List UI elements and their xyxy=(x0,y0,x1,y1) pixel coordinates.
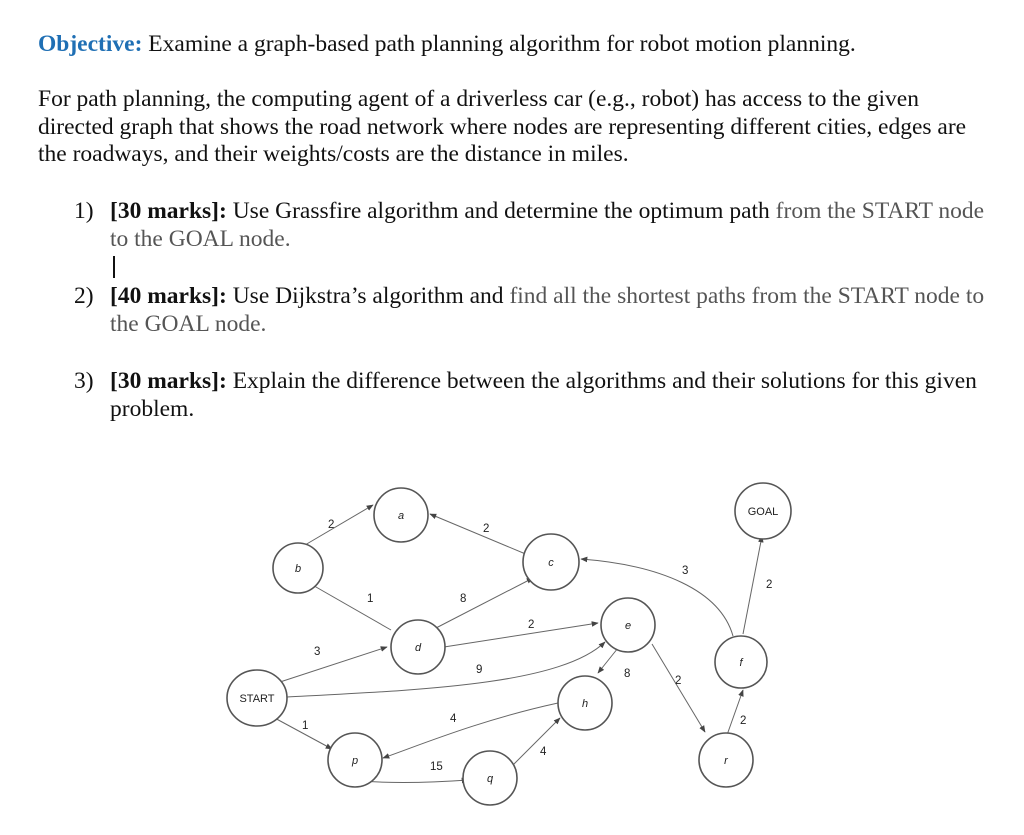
node-start-label: START xyxy=(239,693,274,705)
node-f: f xyxy=(714,635,768,689)
weight-f-c: 3 xyxy=(682,565,688,577)
question-3: 3) [30 marks]: Explain the difference be… xyxy=(74,368,994,423)
edge-d-c xyxy=(435,577,534,629)
node-r: r xyxy=(698,732,754,788)
weight-d-c: 8 xyxy=(460,593,466,605)
edge-q-h xyxy=(509,717,561,769)
question-text-continued: from the START node to the GOAL node. xyxy=(110,198,985,252)
question-text: Use Grassfire algorithm and determine th… xyxy=(226,198,776,224)
weight-h-p: 4 xyxy=(450,713,457,725)
question-marks: [30 marks]: xyxy=(110,198,227,224)
question-text: Use Dijkstra’s algorithm and xyxy=(226,283,510,309)
node-c-label: c xyxy=(548,557,554,569)
edge-start-d xyxy=(279,646,388,683)
edge-f-goal xyxy=(742,535,764,635)
node-d-label: d xyxy=(415,642,422,654)
question-text-continued: find all the shortest paths from the STA… xyxy=(110,283,985,337)
node-h-label: h xyxy=(582,698,588,710)
weight-r-f: 2 xyxy=(740,715,746,727)
edges xyxy=(270,504,764,784)
edge-f-c xyxy=(580,556,734,637)
node-start: START xyxy=(226,669,288,727)
edge-p-q xyxy=(360,777,469,784)
weight-e-r: 2 xyxy=(675,675,681,687)
weight-q-h: 4 xyxy=(540,746,547,758)
objective-text: Examine a graph-based path planning algo… xyxy=(142,31,856,57)
node-d: d xyxy=(390,619,446,675)
node-a-label: a xyxy=(398,510,404,522)
weight-start-d: 3 xyxy=(314,646,320,658)
weight-p-q: 15 xyxy=(430,761,443,773)
edge-e-r xyxy=(651,643,706,733)
weight-d-e: 2 xyxy=(528,619,534,631)
weight-start-e: 9 xyxy=(476,664,482,676)
weight-f-goal: 2 xyxy=(766,579,772,591)
node-p: p xyxy=(327,732,383,788)
question-2: 2) [40 marks]: Use Dijkstra’s algorithm … xyxy=(74,283,994,338)
objective-label: Objective: xyxy=(38,31,143,57)
node-e: e xyxy=(600,597,656,653)
edge-h-p xyxy=(382,702,559,759)
edge-d-e xyxy=(443,621,599,648)
question-number: 1) xyxy=(74,198,94,224)
node-b-label: b xyxy=(295,563,301,575)
node-c: c xyxy=(522,533,580,591)
edge-r-f xyxy=(726,689,744,736)
node-q-label: q xyxy=(487,773,494,785)
question-text: Explain the difference between the algor… xyxy=(110,368,977,422)
edge-d-b xyxy=(308,582,392,631)
question-number: 2) xyxy=(74,283,94,309)
weight-d-b: 1 xyxy=(367,593,373,605)
edge-weights: 2 2 1 8 3 2 9 1 4 15 4 8 2 2 2 3 xyxy=(302,519,772,773)
weight-e-h: 8 xyxy=(624,668,630,680)
edge-start-p xyxy=(270,715,333,750)
node-q: q xyxy=(462,750,518,806)
weight-b-a: 2 xyxy=(328,519,334,531)
node-goal-label: GOAL xyxy=(748,506,779,518)
node-a: a xyxy=(373,487,429,543)
node-p-label: p xyxy=(351,755,358,767)
node-e-label: e xyxy=(625,620,631,632)
node-r-label: r xyxy=(724,755,729,767)
node-h: h xyxy=(557,675,613,731)
question-1: 1) [30 marks]: Use Grassfire algorithm a… xyxy=(74,198,994,253)
edge-c-a xyxy=(429,513,529,556)
edge-b-a xyxy=(304,504,374,546)
intro-paragraph: For path planning, the computing agent o… xyxy=(38,86,967,167)
node-f-label: f xyxy=(739,657,743,669)
question-marks: [40 marks]: xyxy=(110,283,227,309)
edge-e-h xyxy=(597,647,619,674)
node-b: b xyxy=(272,542,324,594)
edge-start-e xyxy=(286,641,606,698)
weight-c-a: 2 xyxy=(483,523,489,535)
objective-line: Objective: Examine a graph-based path pl… xyxy=(38,30,856,58)
question-marks: [30 marks]: xyxy=(110,368,227,394)
weight-start-p: 1 xyxy=(302,720,308,732)
question-number: 3) xyxy=(74,368,94,394)
text-cursor xyxy=(113,256,115,278)
node-goal: GOAL xyxy=(734,482,792,540)
